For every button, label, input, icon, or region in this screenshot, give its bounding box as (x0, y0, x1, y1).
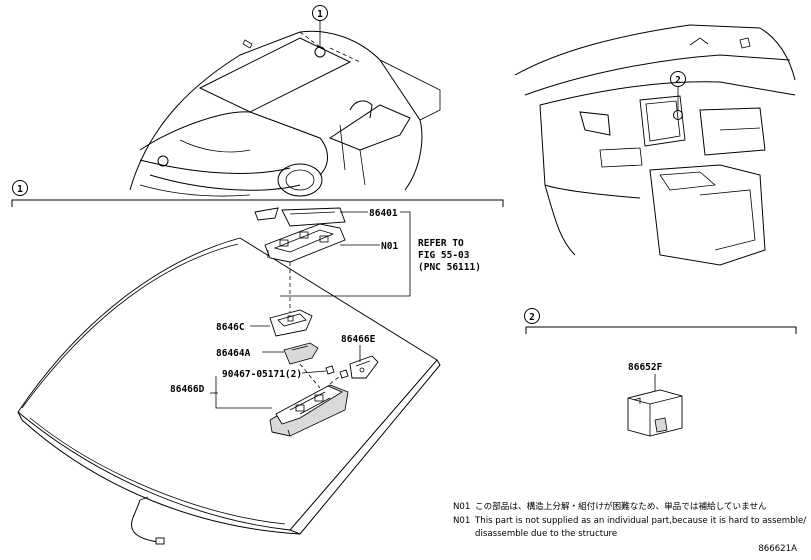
part-90467-clips: 90467-05171(2) (222, 365, 349, 380)
note-n01-en-label: N01 (453, 516, 470, 526)
part-n01-bracket: N01 REFER TO FIG 55-03 (PNC 56111) (264, 211, 481, 312)
note-n01-jp-text: この部品は、構造上分解・組付けが困難なため、単品では補給していません (475, 500, 767, 512)
figure-id: 866621A (758, 544, 797, 554)
group-1-bracket: 1 (11, 180, 504, 207)
callout-2: 2 (675, 75, 681, 86)
part-86464A: 86464A (216, 342, 319, 365)
part-86401-cover: 86401 (254, 207, 398, 227)
note-n01-jp-label: N01 (453, 502, 470, 512)
group-2-bracket: 2 (524, 308, 797, 334)
callout-1: 1 (317, 9, 323, 20)
part-86466D-housing: 86466D (170, 363, 349, 437)
part-8646C: 8646C (216, 309, 313, 337)
group-1-label: 1 (17, 184, 23, 195)
label-86652F: 86652F (628, 362, 663, 373)
group-2-label: 2 (529, 312, 535, 323)
label-8646C: 8646C (216, 322, 245, 333)
part-86652F-module: 86652F (627, 362, 683, 437)
note-n01-en-text-2: disassemble due to the structure (475, 529, 617, 539)
label-86464A: 86464A (216, 348, 251, 359)
windshield-glass (17, 237, 441, 545)
label-refer-fig: FIG 55-03 (418, 250, 470, 261)
label-86466D: 86466D (170, 384, 205, 395)
dashboard-illustration: 2 (514, 24, 796, 266)
car-exterior-illustration: 1 (129, 5, 441, 197)
label-refer-to: REFER TO (418, 238, 464, 249)
part-86466E: 86466E (341, 334, 379, 379)
label-86401: 86401 (369, 208, 398, 219)
note-n01-en-text: This part is not supplied as an individu… (474, 516, 806, 526)
label-86466E: 86466E (341, 334, 376, 345)
label-n01: N01 (381, 241, 398, 252)
label-refer-pnc: (PNC 56111) (418, 262, 481, 273)
label-90467-05171: 90467-05171(2) (222, 369, 302, 380)
notes-block: N01 この部品は、構造上分解・組付けが困難なため、単品では補給していません N… (453, 500, 806, 539)
